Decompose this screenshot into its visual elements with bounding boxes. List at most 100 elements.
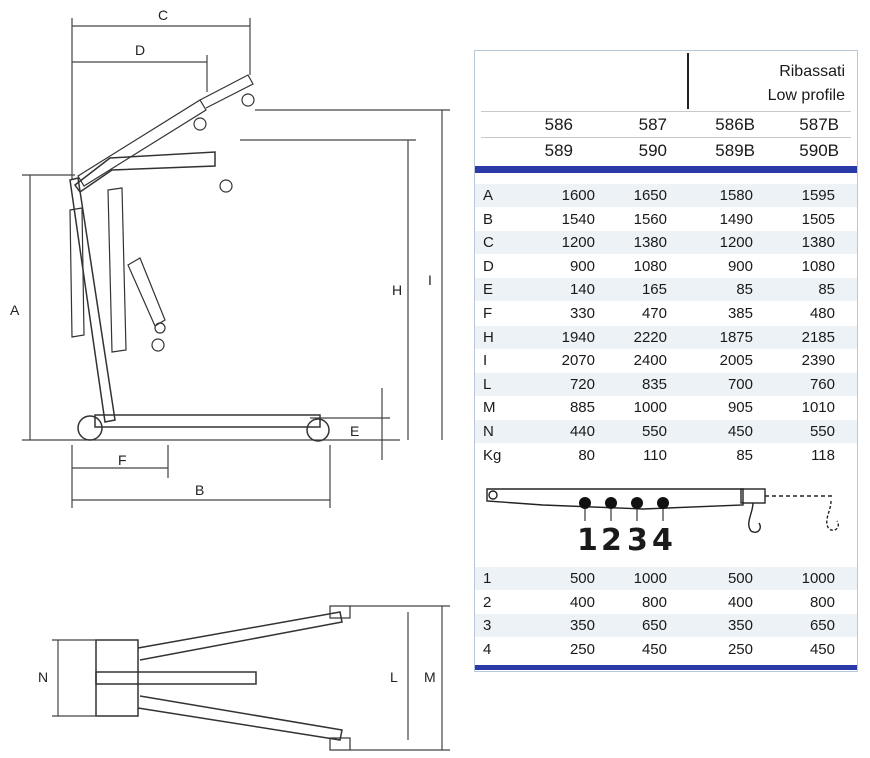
spec-row-key: B [483, 210, 494, 228]
spec-cell: 1595 [801, 187, 835, 204]
spec-row-a: A 1600 1650 1580 1595 [475, 184, 857, 207]
spec-row-key: D [483, 257, 494, 275]
header-divider [687, 53, 689, 109]
capacity-row-key: 2 [483, 593, 492, 611]
spec-cell: 700 [727, 375, 753, 393]
table-header: Ribassati Low profile 586 587 586B 587B … [475, 51, 857, 173]
accent-bar-bottom [475, 665, 857, 670]
spec-cell: 760 [809, 375, 835, 393]
capacity-cell: 250 [727, 640, 753, 658]
spec-cell: 2390 [801, 352, 835, 370]
spec-cell: 900 [569, 257, 595, 275]
spec-cell: 550 [641, 423, 667, 440]
capacity-cell: 450 [641, 640, 667, 658]
dim-label-d: D [135, 42, 145, 58]
spec-cell: 1600 [561, 187, 595, 204]
position-dot-2 [605, 497, 617, 509]
spec-cell: 1000 [633, 399, 667, 417]
spec-cell: 470 [641, 305, 667, 322]
capacity-cell: 400 [727, 593, 753, 611]
dim-label-b: B [195, 482, 204, 498]
spec-row-key: Kg [483, 446, 502, 464]
spec-cell: 85 [736, 446, 753, 464]
accent-bar-top [475, 166, 857, 173]
spec-row-key: H [483, 328, 494, 346]
dim-label-n: N [38, 669, 48, 685]
spec-cell: 1650 [633, 187, 667, 204]
position-label-3: 3 [627, 523, 648, 558]
capacity-cell: 650 [809, 617, 835, 635]
spec-cell: 440 [569, 423, 595, 440]
spec-table: Ribassati Low profile 586 587 586B 587B … [474, 50, 858, 672]
spec-cell: 85 [818, 281, 835, 299]
dim-label-m: M [424, 669, 436, 685]
spec-cell: 1505 [801, 210, 835, 228]
spec-cell: 1080 [633, 257, 667, 275]
dim-label-c: C [158, 7, 168, 23]
spec-row-key: E [483, 281, 494, 299]
spec-cell: 385 [727, 305, 753, 322]
spec-row-key: F [483, 305, 493, 322]
capacity-cell: 1000 [801, 570, 835, 587]
capacity-cell: 1000 [633, 570, 667, 587]
title-ribassati: Ribassati [779, 63, 845, 80]
capacity-cell: 350 [569, 617, 595, 635]
capacity-row-key: 3 [483, 617, 492, 635]
spec-cell: 885 [569, 399, 595, 417]
spec-cell: 720 [569, 375, 595, 393]
model-589b: 589B [715, 141, 755, 160]
spec-row-key: I [483, 352, 488, 370]
model-589: 589 [544, 141, 573, 160]
spec-cell: 330 [569, 305, 595, 322]
spec-cell: 1080 [801, 257, 835, 275]
spec-cell: 2400 [633, 352, 667, 370]
spec-cell: 1200 [561, 234, 595, 252]
spec-cell: 85 [736, 281, 753, 299]
position-label-2: 2 [601, 523, 622, 558]
boom-pivot-icon [488, 490, 498, 500]
spec-cell: 1560 [633, 210, 667, 228]
spec-cell: 118 [811, 446, 835, 464]
position-label-1: 1 [577, 523, 598, 558]
spec-cell: 480 [809, 305, 835, 322]
dim-label-h: H [392, 282, 402, 298]
boom-position-diagram [486, 488, 839, 533]
dim-label-a: A [10, 302, 20, 318]
position-dot-3 [631, 497, 643, 509]
position-dot-1 [579, 497, 591, 509]
spec-row-key: L [483, 375, 492, 393]
model-587b: 587B [799, 115, 839, 134]
spec-row-key: A [483, 187, 494, 204]
position-dot-4 [657, 497, 669, 509]
capacity-cell: 800 [641, 593, 667, 611]
spec-cell: 1940 [561, 328, 595, 346]
capacity-cell: 500 [727, 570, 753, 587]
spec-row-key: M [483, 399, 496, 417]
spec-cell: 1380 [801, 234, 835, 252]
position-label-4: 4 [652, 523, 673, 558]
spec-cell: 1490 [719, 210, 753, 228]
dim-label-f: F [118, 452, 127, 468]
spec-cell: 1875 [719, 328, 753, 346]
dim-label-i: I [428, 272, 432, 288]
hook-icon [748, 502, 761, 533]
spec-cell: 110 [643, 446, 667, 464]
spec-cell: 165 [641, 281, 667, 299]
spec-cell: 1580 [719, 187, 753, 204]
spec-cell: 140 [569, 281, 595, 299]
model-587: 587 [638, 115, 667, 134]
capacity-cell: 250 [569, 640, 595, 658]
capacity-cell: 350 [727, 617, 753, 635]
spec-cell: 550 [809, 423, 835, 440]
spec-cell: 2220 [633, 328, 667, 346]
